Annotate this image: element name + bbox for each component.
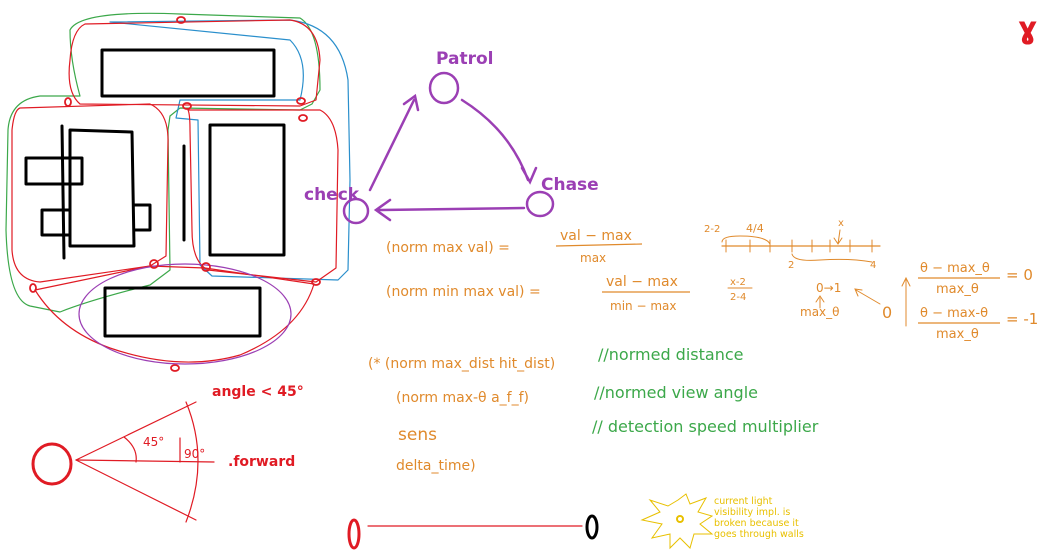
node [64,97,72,107]
max-theta-label: max_θ [800,305,840,319]
detection-line-2: (norm max-θ a_f_f) [396,390,529,406]
norm-formulas: (norm max val) = val − max max (norm min… [386,228,690,313]
norm-max-numerator: val − max [560,228,632,244]
detection-comment-1: //normed distance [598,345,743,364]
to-zero-arrow [854,288,881,305]
number-line-ticks [725,239,873,253]
state-labels: Patrol Chase check [304,49,599,205]
map-sketch [5,12,351,372]
light-note-line-1: current light [714,496,773,507]
node [149,259,159,269]
number-line-sketch: 2-2 4/4 x 2 4 x-2 2-4 0→1 max_θ 0 [704,218,911,327]
theta-top-denominator: max_θ [936,282,979,297]
x-minus-2-numerator: x-2 [730,277,746,288]
forward-line [75,459,215,463]
angle-condition-label: angle < 45° [212,384,304,400]
chase-state-circle [525,190,555,218]
theta-bottom-result: = -1 [1006,310,1038,328]
theta-equations: θ − max_θ max_θ = 0 θ − max-θ max_θ = -1 [918,261,1038,342]
light-note-line-4: goes through walls [714,529,804,540]
vertical-up-arrow [901,276,911,327]
check-label: check [304,185,360,205]
patrol-to-chase-arrow [460,98,538,185]
tick-4-label: 4 [870,260,876,271]
wall-left-complex [24,124,186,260]
wall-bottom [103,286,262,338]
blue-region-outline [109,19,351,281]
norm-min-max-lhs: (norm min max val) = [386,284,541,300]
angle-45-arc [123,436,137,463]
norm-min-max-numerator: val − max [606,274,678,290]
label-2-2: 2-2 [704,224,720,235]
patrol-label: Patrol [436,49,494,69]
brace-bottom [791,253,873,263]
light-note-line-3: broken because it [714,518,799,529]
norm-min-max-denominator: min − max [610,299,676,313]
purple-region-bottom [78,263,292,365]
angle-45-label: 45° [143,435,164,449]
check-state-circle [342,197,370,225]
detection-comment-3: // detection speed multiplier [592,417,819,436]
light-source-dot [676,515,684,523]
cone-upper-edge [75,401,197,461]
zero-to-one-label: 0→1 [816,281,841,295]
red-region-bottom [34,265,315,363]
norm-max-denominator: max [580,251,606,265]
wall-right [208,123,286,257]
segment-start-red [347,518,361,550]
x-pointer-arrow [833,229,843,245]
max-theta-up-arrow [815,295,825,309]
brace-top [721,235,771,245]
node [311,278,321,286]
node [296,97,306,105]
detection-line-3: sens [398,425,437,445]
cone-arc [185,401,199,523]
node [170,364,180,372]
node [29,283,37,293]
light-note: current light visibility impl. is broken… [640,493,804,550]
red-region-left [11,103,169,283]
node [298,114,308,122]
view-cone-sketch: angle < 45° 45° 90° .forward [31,384,304,523]
zero-target-label: 0 [882,303,892,322]
detection-line-1: (* (norm max_dist hit_dist) [368,356,555,372]
chase-to-check-arrow [373,198,526,222]
detection-comment-2: //normed view angle [594,383,758,402]
node [182,102,192,110]
corner-mark: ɣ [1018,11,1037,46]
detection-line-4: delta_time) [396,458,476,474]
light-note-line-2: visibility impl. is [714,507,790,518]
label-x: x [838,218,844,229]
state-machine [342,71,555,225]
tick-2-label: 2 [788,260,794,271]
red-region-right [187,109,339,283]
bottom-segment [347,514,599,550]
check-to-patrol-arrow [368,93,420,192]
cone-lower-edge [75,459,197,521]
theta-top-numerator: θ − max_θ [920,261,990,276]
patrol-state-circle [428,71,460,105]
forward-label: .forward [228,454,295,470]
light-star-icon [640,493,714,550]
theta-bottom-denominator: max_θ [936,327,979,342]
norm-max-lhs: (norm max val) = [386,240,510,256]
theta-bottom-numerator: θ − max-θ [920,306,988,321]
angle-90-label: 90° [184,447,205,461]
wall-top [100,48,276,98]
agent-circle [31,442,73,486]
detection-formula: (* (norm max_dist hit_dist) //normed dis… [368,345,819,474]
x-fraction-denominator: 2-4 [730,292,746,303]
node [201,262,211,272]
norm-max-fraction-bar [555,243,643,247]
theta-top-result: = 0 [1006,266,1033,284]
chase-label: Chase [541,175,599,195]
red-nodes [29,16,321,372]
node [176,16,186,24]
segment-end-black [585,514,599,540]
red-region-top [68,19,321,107]
label-4-4: 4/4 [746,222,764,235]
